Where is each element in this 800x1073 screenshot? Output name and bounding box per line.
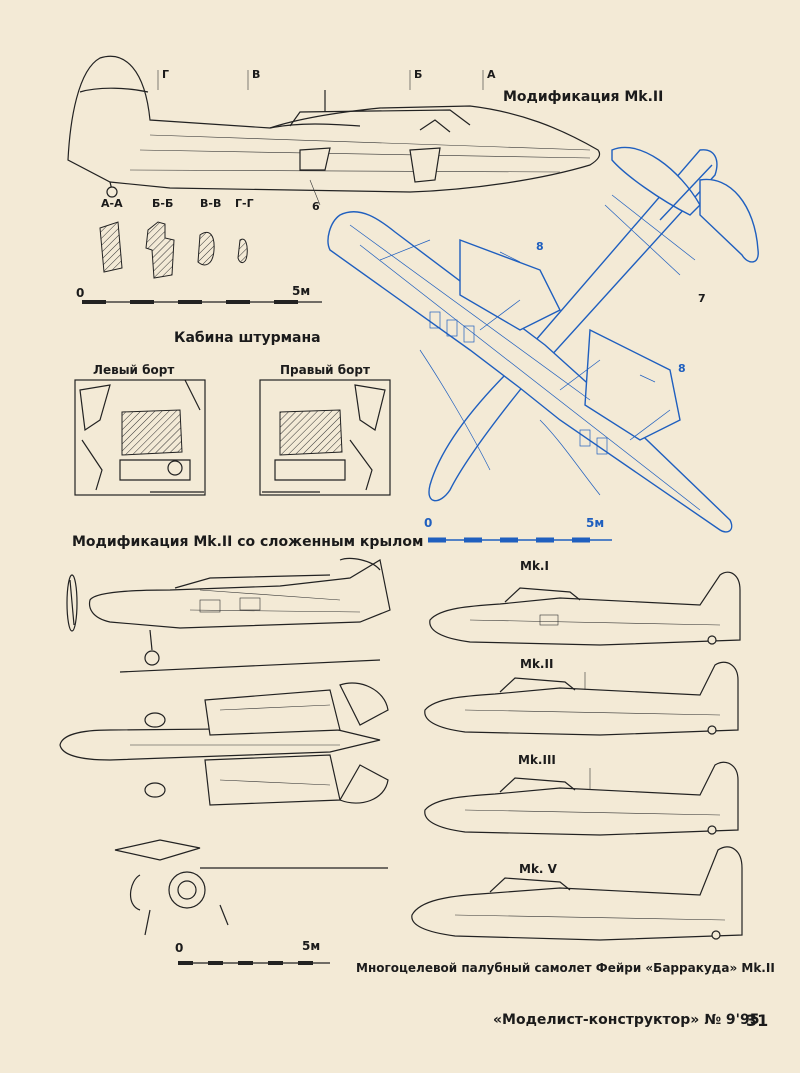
station-markers xyxy=(157,70,484,90)
station-label-v: В xyxy=(252,68,261,81)
variant-mk3-drawing xyxy=(424,761,739,836)
scale-top-zero: 0 xyxy=(76,286,85,300)
variant-mk5-drawing xyxy=(411,846,743,941)
cabin-title: Кабина штурмана xyxy=(174,330,321,346)
mk2-side-view xyxy=(67,55,601,206)
section-label-bb: Б-Б xyxy=(152,197,174,210)
folded-top-view xyxy=(59,682,389,806)
variant-label-mk1: Mk.I xyxy=(520,559,549,573)
cross-sections xyxy=(99,221,248,279)
left-side-label: Левый борт xyxy=(93,363,175,377)
scale-bottom-five: 5м xyxy=(302,939,321,953)
cockpit-right-side xyxy=(259,379,391,496)
footer-page-number: 31 xyxy=(746,1011,769,1030)
variant-mk1-drawing xyxy=(429,571,741,646)
callout-8-lower: 8 xyxy=(678,362,686,375)
scale-blue-zero: 0 xyxy=(424,516,433,530)
callout-6: 6 xyxy=(312,200,320,213)
variant-label-mk5: Mk. V xyxy=(519,862,557,876)
cockpit-left-side xyxy=(74,379,206,496)
variant-mk2-drawing xyxy=(424,661,739,736)
title-mk2: Модификация Mk.II xyxy=(503,89,664,105)
callout-8-upper: 8 xyxy=(536,240,544,253)
mk2-planform-blue xyxy=(327,146,759,533)
station-label-g: Г xyxy=(162,68,170,81)
scale-bottom-zero: 0 xyxy=(175,941,184,955)
station-label-a: А xyxy=(487,68,496,81)
variant-label-mk2: Mk.II xyxy=(520,657,554,671)
right-side-label: Правый борт xyxy=(280,363,370,377)
figure-caption: Многоцелевой палубный самолет Фейри «Бар… xyxy=(356,961,775,975)
folded-title: Модификация Mk.II со сложенным крылом xyxy=(72,534,424,550)
section-label-vv: В-В xyxy=(200,197,222,210)
station-label-b: Б xyxy=(414,68,423,81)
section-label-gg: Г-Г xyxy=(235,197,254,210)
front-view xyxy=(114,839,388,936)
scale-top-five: 5м xyxy=(292,284,311,298)
callout-7: 7 xyxy=(698,292,706,305)
variant-label-mk3: Mk.III xyxy=(518,753,556,767)
folded-side-view xyxy=(66,557,391,673)
scale-blue-five: 5м xyxy=(586,516,605,530)
footer-magazine: «Моделист-конструктор» № 9'95 xyxy=(493,1012,760,1028)
section-label-aa: А-А xyxy=(101,197,123,210)
